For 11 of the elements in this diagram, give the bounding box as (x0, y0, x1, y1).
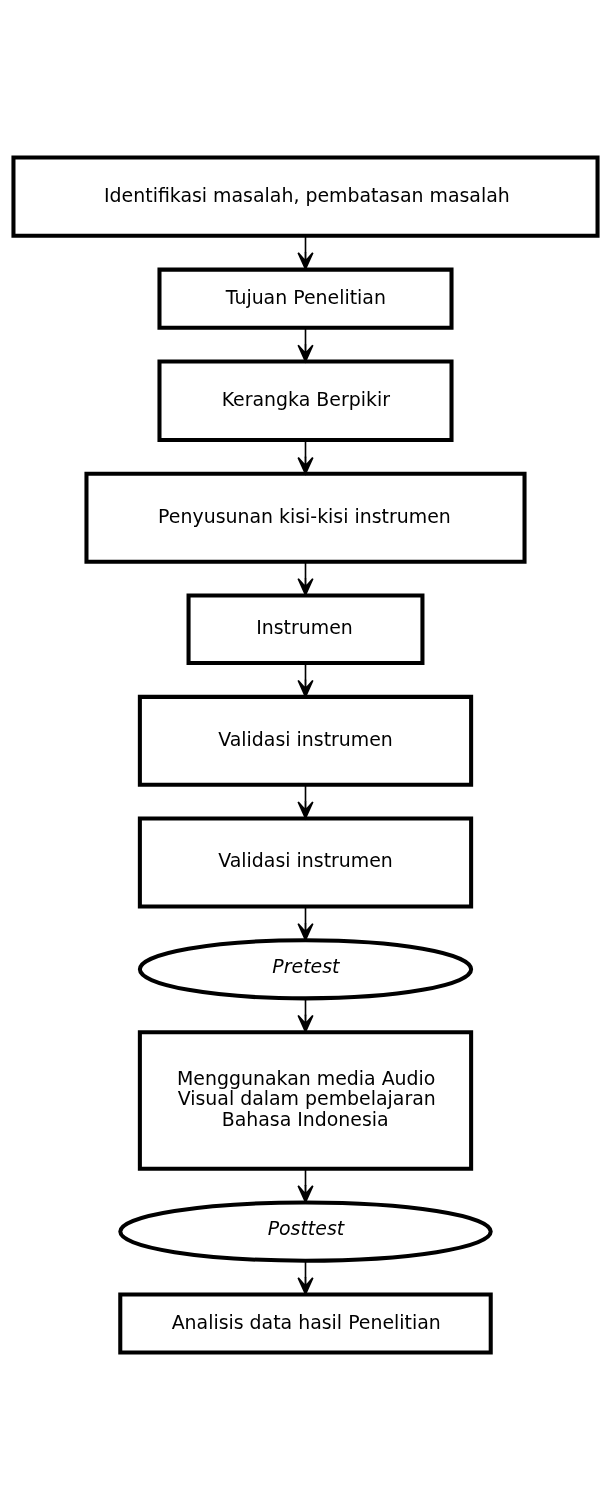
node-box: Instrumen (186, 593, 425, 666)
node-box: Penyusunan kisi-kisi instrumen (84, 471, 527, 564)
node-box: Kerangka Berpikir (157, 359, 454, 442)
node-box: Identifikasi masalah, pembatasan masalah (11, 155, 600, 238)
node-box: Menggunakan media Audio Visual dalam pembelajaran Bahasa Indonesia (137, 1030, 474, 1171)
node-box: Tujuan Penelitian (157, 267, 454, 330)
node-box: Validasi instrumen (137, 694, 474, 787)
node-ellipse: Pretest (137, 938, 474, 1001)
node-box: Analisis data hasil Penelitian (118, 1292, 493, 1355)
node-box: Validasi instrumen (137, 816, 474, 909)
node-ellipse: Posttest (118, 1200, 493, 1263)
